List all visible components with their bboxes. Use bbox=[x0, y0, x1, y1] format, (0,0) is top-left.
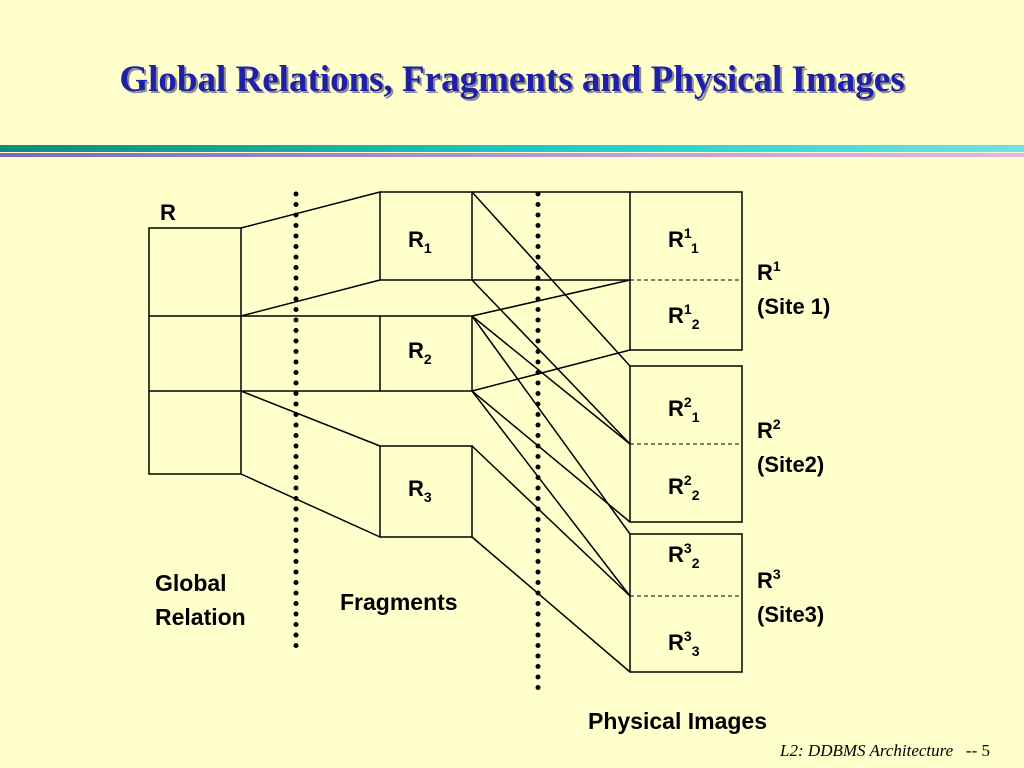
footer-text: L2: DDBMS Architecture bbox=[780, 741, 954, 760]
mapping-line bbox=[471, 390, 631, 523]
site-1-name: (Site 1) bbox=[757, 294, 830, 319]
global-relation-label: R bbox=[160, 200, 176, 225]
mapping-line bbox=[471, 315, 631, 535]
mapping-line bbox=[471, 390, 631, 597]
caption-physical-images: Physical Images bbox=[588, 708, 767, 734]
fragment-box-r1 bbox=[379, 191, 473, 281]
projection-line bbox=[240, 191, 381, 229]
fragment-label-r3: R3 bbox=[408, 476, 432, 505]
projection-line bbox=[240, 473, 381, 538]
caption-fragments: Fragments bbox=[340, 589, 458, 615]
mapping-line bbox=[471, 315, 631, 445]
site-3-relation-label: R3 bbox=[757, 566, 781, 593]
caption-global-line2: Relation bbox=[155, 604, 246, 630]
fragment-label-r2: R2 bbox=[408, 338, 432, 367]
mapping-line bbox=[471, 191, 631, 367]
fragment-box-r3 bbox=[379, 445, 473, 538]
page-number: -- 5 bbox=[965, 741, 990, 760]
site-3-name: (Site3) bbox=[757, 602, 824, 627]
site-3-box bbox=[629, 533, 743, 673]
title-divider-teal bbox=[0, 145, 1024, 152]
physical-image-label-r1-1: R11 bbox=[668, 225, 699, 256]
mapping-line bbox=[471, 349, 631, 392]
mapping-line bbox=[471, 536, 631, 673]
fragment-box-r2 bbox=[379, 315, 473, 392]
physical-image-label-r3-2: R32 bbox=[668, 540, 700, 571]
site-1-box bbox=[629, 191, 743, 351]
projection-line bbox=[240, 279, 381, 317]
site-2-relation-label: R2 bbox=[757, 416, 781, 443]
mapping-line bbox=[471, 445, 631, 597]
slide-footer: L2: DDBMS Architecture -- 5 bbox=[780, 741, 990, 761]
mapping-line bbox=[471, 279, 631, 445]
physical-image-label-r3-3: R33 bbox=[668, 628, 700, 659]
caption-global-line1: Global bbox=[155, 570, 227, 596]
slide-title: Global Relations, Fragments and Physical… bbox=[119, 59, 905, 100]
title-divider-pink bbox=[0, 153, 1024, 157]
mapping-line bbox=[471, 279, 631, 317]
physical-image-label-r1-2: R12 bbox=[668, 301, 700, 332]
site-2-name: (Site2) bbox=[757, 452, 824, 477]
fragment-label-r1: R1 bbox=[408, 227, 432, 256]
physical-image-label-r2-2: R22 bbox=[668, 472, 700, 503]
global-relation-box bbox=[148, 227, 242, 475]
projection-line bbox=[240, 390, 381, 447]
site-1-relation-label: R1 bbox=[757, 258, 781, 285]
physical-image-label-r2-1: R21 bbox=[668, 394, 700, 425]
